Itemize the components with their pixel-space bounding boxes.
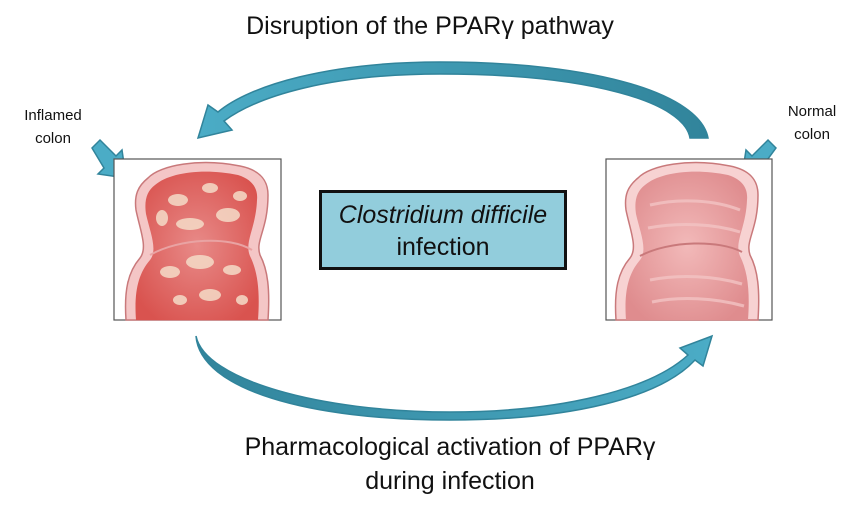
- activation-label-line1: Pharmacological activation of PPARγ: [244, 433, 656, 461]
- activation-label: Pharmacological activation of PPARγ duri…: [150, 430, 750, 498]
- inflamed-colon-label: Inflamed colon: [10, 104, 96, 150]
- infection-box-term: infection: [396, 233, 490, 261]
- disruption-label: Disruption of the PPARγ pathway: [246, 12, 614, 40]
- normal-colon-illustration: [614, 161, 760, 321]
- inflamed-colon-label-line1: Inflamed: [24, 107, 82, 124]
- infection-box: Clostridium difficile infection: [319, 190, 567, 270]
- normal-colon-label-line2: colon: [794, 126, 830, 143]
- inflamed-colon-illustration: [124, 161, 270, 321]
- normal-colon-label: Normal colon: [772, 100, 852, 146]
- inflamed-colon-label-line2: colon: [35, 130, 71, 147]
- normal-colon-label-line1: Normal: [787, 103, 837, 120]
- activation-arrow: [195, 334, 714, 421]
- infection-box-organism: Clostridium difficile: [338, 201, 548, 229]
- activation-label-line2: during infection: [365, 467, 535, 495]
- disruption-arrow: [196, 61, 709, 140]
